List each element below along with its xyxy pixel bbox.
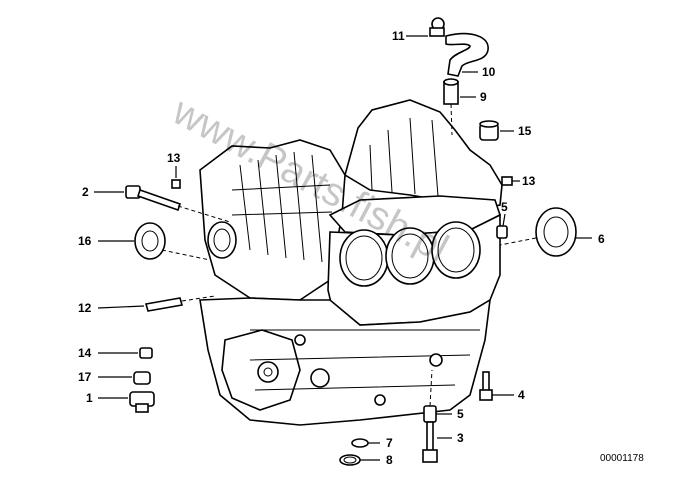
callout-5-lower: 5 xyxy=(436,407,464,421)
sleeve-part-lower xyxy=(423,405,437,423)
callout-16: 16 xyxy=(78,234,134,248)
plug-part-top-left xyxy=(171,179,181,189)
plug-part-right xyxy=(501,176,513,186)
dowel-pin-part-upper xyxy=(496,225,508,239)
assembly-lines xyxy=(161,103,537,407)
callout-17: 17 xyxy=(78,370,132,384)
engine-block xyxy=(199,99,503,426)
svg-text:4: 4 xyxy=(518,388,525,402)
svg-text:9: 9 xyxy=(480,90,487,104)
callout-11: 11 xyxy=(392,29,428,43)
plug-part-17 xyxy=(133,371,151,385)
callout-9: 9 xyxy=(460,90,487,104)
callout-4: 4 xyxy=(492,388,525,402)
shaft-seal-part-16 xyxy=(134,222,166,260)
svg-text:5: 5 xyxy=(501,200,508,214)
plug-part-1 xyxy=(129,391,155,413)
callout-8: 8 xyxy=(360,453,393,467)
callout-15: 15 xyxy=(500,124,532,138)
shaft-seal-part-6 xyxy=(535,207,577,257)
callout-13-right: 13 xyxy=(512,174,536,188)
svg-text:5: 5 xyxy=(457,407,464,421)
svg-text:10: 10 xyxy=(482,65,496,79)
callouts: 11 10 9 15 13 13 2 5 xyxy=(78,29,605,467)
callout-1: 1 xyxy=(86,391,128,405)
svg-text:8: 8 xyxy=(386,453,393,467)
callout-13-left: 13 xyxy=(167,151,181,178)
callout-3: 3 xyxy=(437,431,464,445)
svg-text:13: 13 xyxy=(522,174,536,188)
svg-text:11: 11 xyxy=(392,29,405,43)
seal-ring-part-8 xyxy=(339,454,361,466)
svg-text:6: 6 xyxy=(598,232,605,246)
cap-part xyxy=(479,120,499,141)
callout-6: 6 xyxy=(576,232,605,246)
svg-text:17: 17 xyxy=(78,370,92,384)
bolt-part-2 xyxy=(125,185,182,212)
stud-part-12 xyxy=(144,297,184,312)
svg-text:1: 1 xyxy=(86,391,93,405)
hose-clamp-part xyxy=(429,17,445,37)
breather-hose-part xyxy=(445,32,489,77)
svg-text:12: 12 xyxy=(78,301,92,315)
bolt-part-3 xyxy=(422,421,438,463)
image-reference-number: 00001178 xyxy=(600,453,644,464)
callout-2: 2 xyxy=(82,185,124,199)
svg-text:16: 16 xyxy=(78,234,92,248)
svg-text:7: 7 xyxy=(386,436,393,450)
svg-text:2: 2 xyxy=(82,185,89,199)
svg-text:3: 3 xyxy=(457,431,464,445)
plug-part-14 xyxy=(139,347,153,359)
callout-12: 12 xyxy=(78,301,145,315)
breather-pipe-part xyxy=(443,78,459,105)
svg-text:14: 14 xyxy=(78,346,92,360)
callout-7: 7 xyxy=(368,436,393,450)
svg-text:13: 13 xyxy=(167,151,181,165)
callout-14: 14 xyxy=(78,346,138,360)
callout-10: 10 xyxy=(462,65,496,79)
svg-text:15: 15 xyxy=(518,124,532,138)
callout-5-upper: 5 xyxy=(501,200,508,227)
bolt-part-4 xyxy=(479,371,493,401)
washer-part-7 xyxy=(351,438,369,448)
